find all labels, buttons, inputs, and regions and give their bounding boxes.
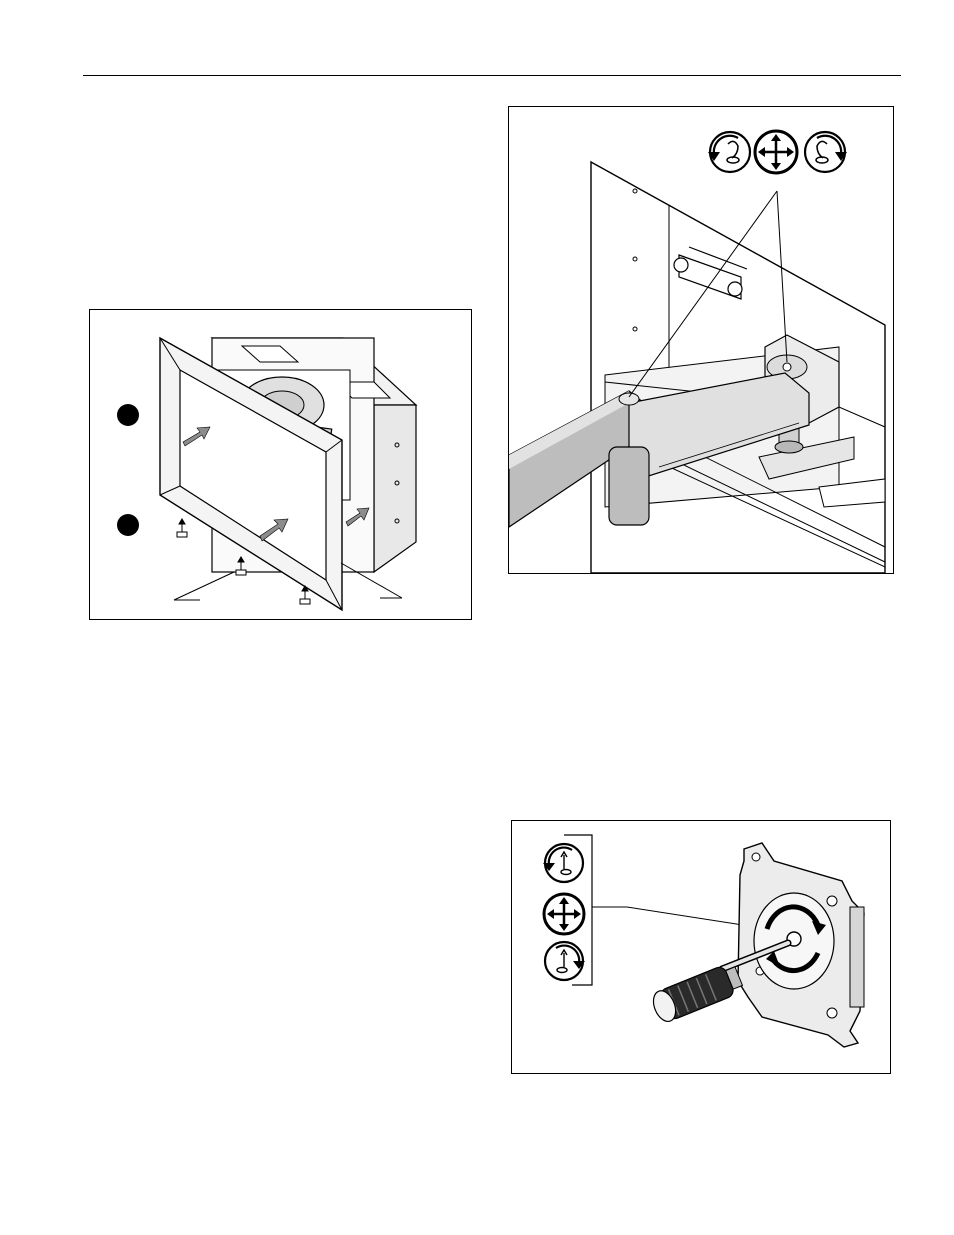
leader-line-left: [174, 572, 234, 600]
figure-arm-pivot-adjustment: [508, 106, 894, 574]
wall-box-side: [374, 405, 416, 572]
arm-pivot-illustration: [509, 107, 894, 574]
callout-marker-2: [117, 514, 139, 536]
move-icon: [755, 131, 797, 173]
figure-plate-tension-adjustment: [511, 820, 891, 1074]
frame-installation-illustration: [90, 310, 472, 620]
rotate-right-icon: [545, 942, 585, 980]
screw-1: [177, 519, 187, 537]
plate-tension-illustration: [512, 821, 891, 1074]
rotate-left-icon: [543, 844, 583, 882]
rotate-left-icon: [708, 132, 750, 172]
elbow-pivot: [609, 447, 649, 525]
screwdriver-handle: [649, 961, 744, 1024]
callout-marker-1: [117, 404, 139, 426]
header-rule: [83, 75, 901, 76]
move-icon: [544, 894, 584, 934]
figure-frame-installation: [89, 309, 472, 620]
rotate-right-icon: [805, 132, 847, 172]
